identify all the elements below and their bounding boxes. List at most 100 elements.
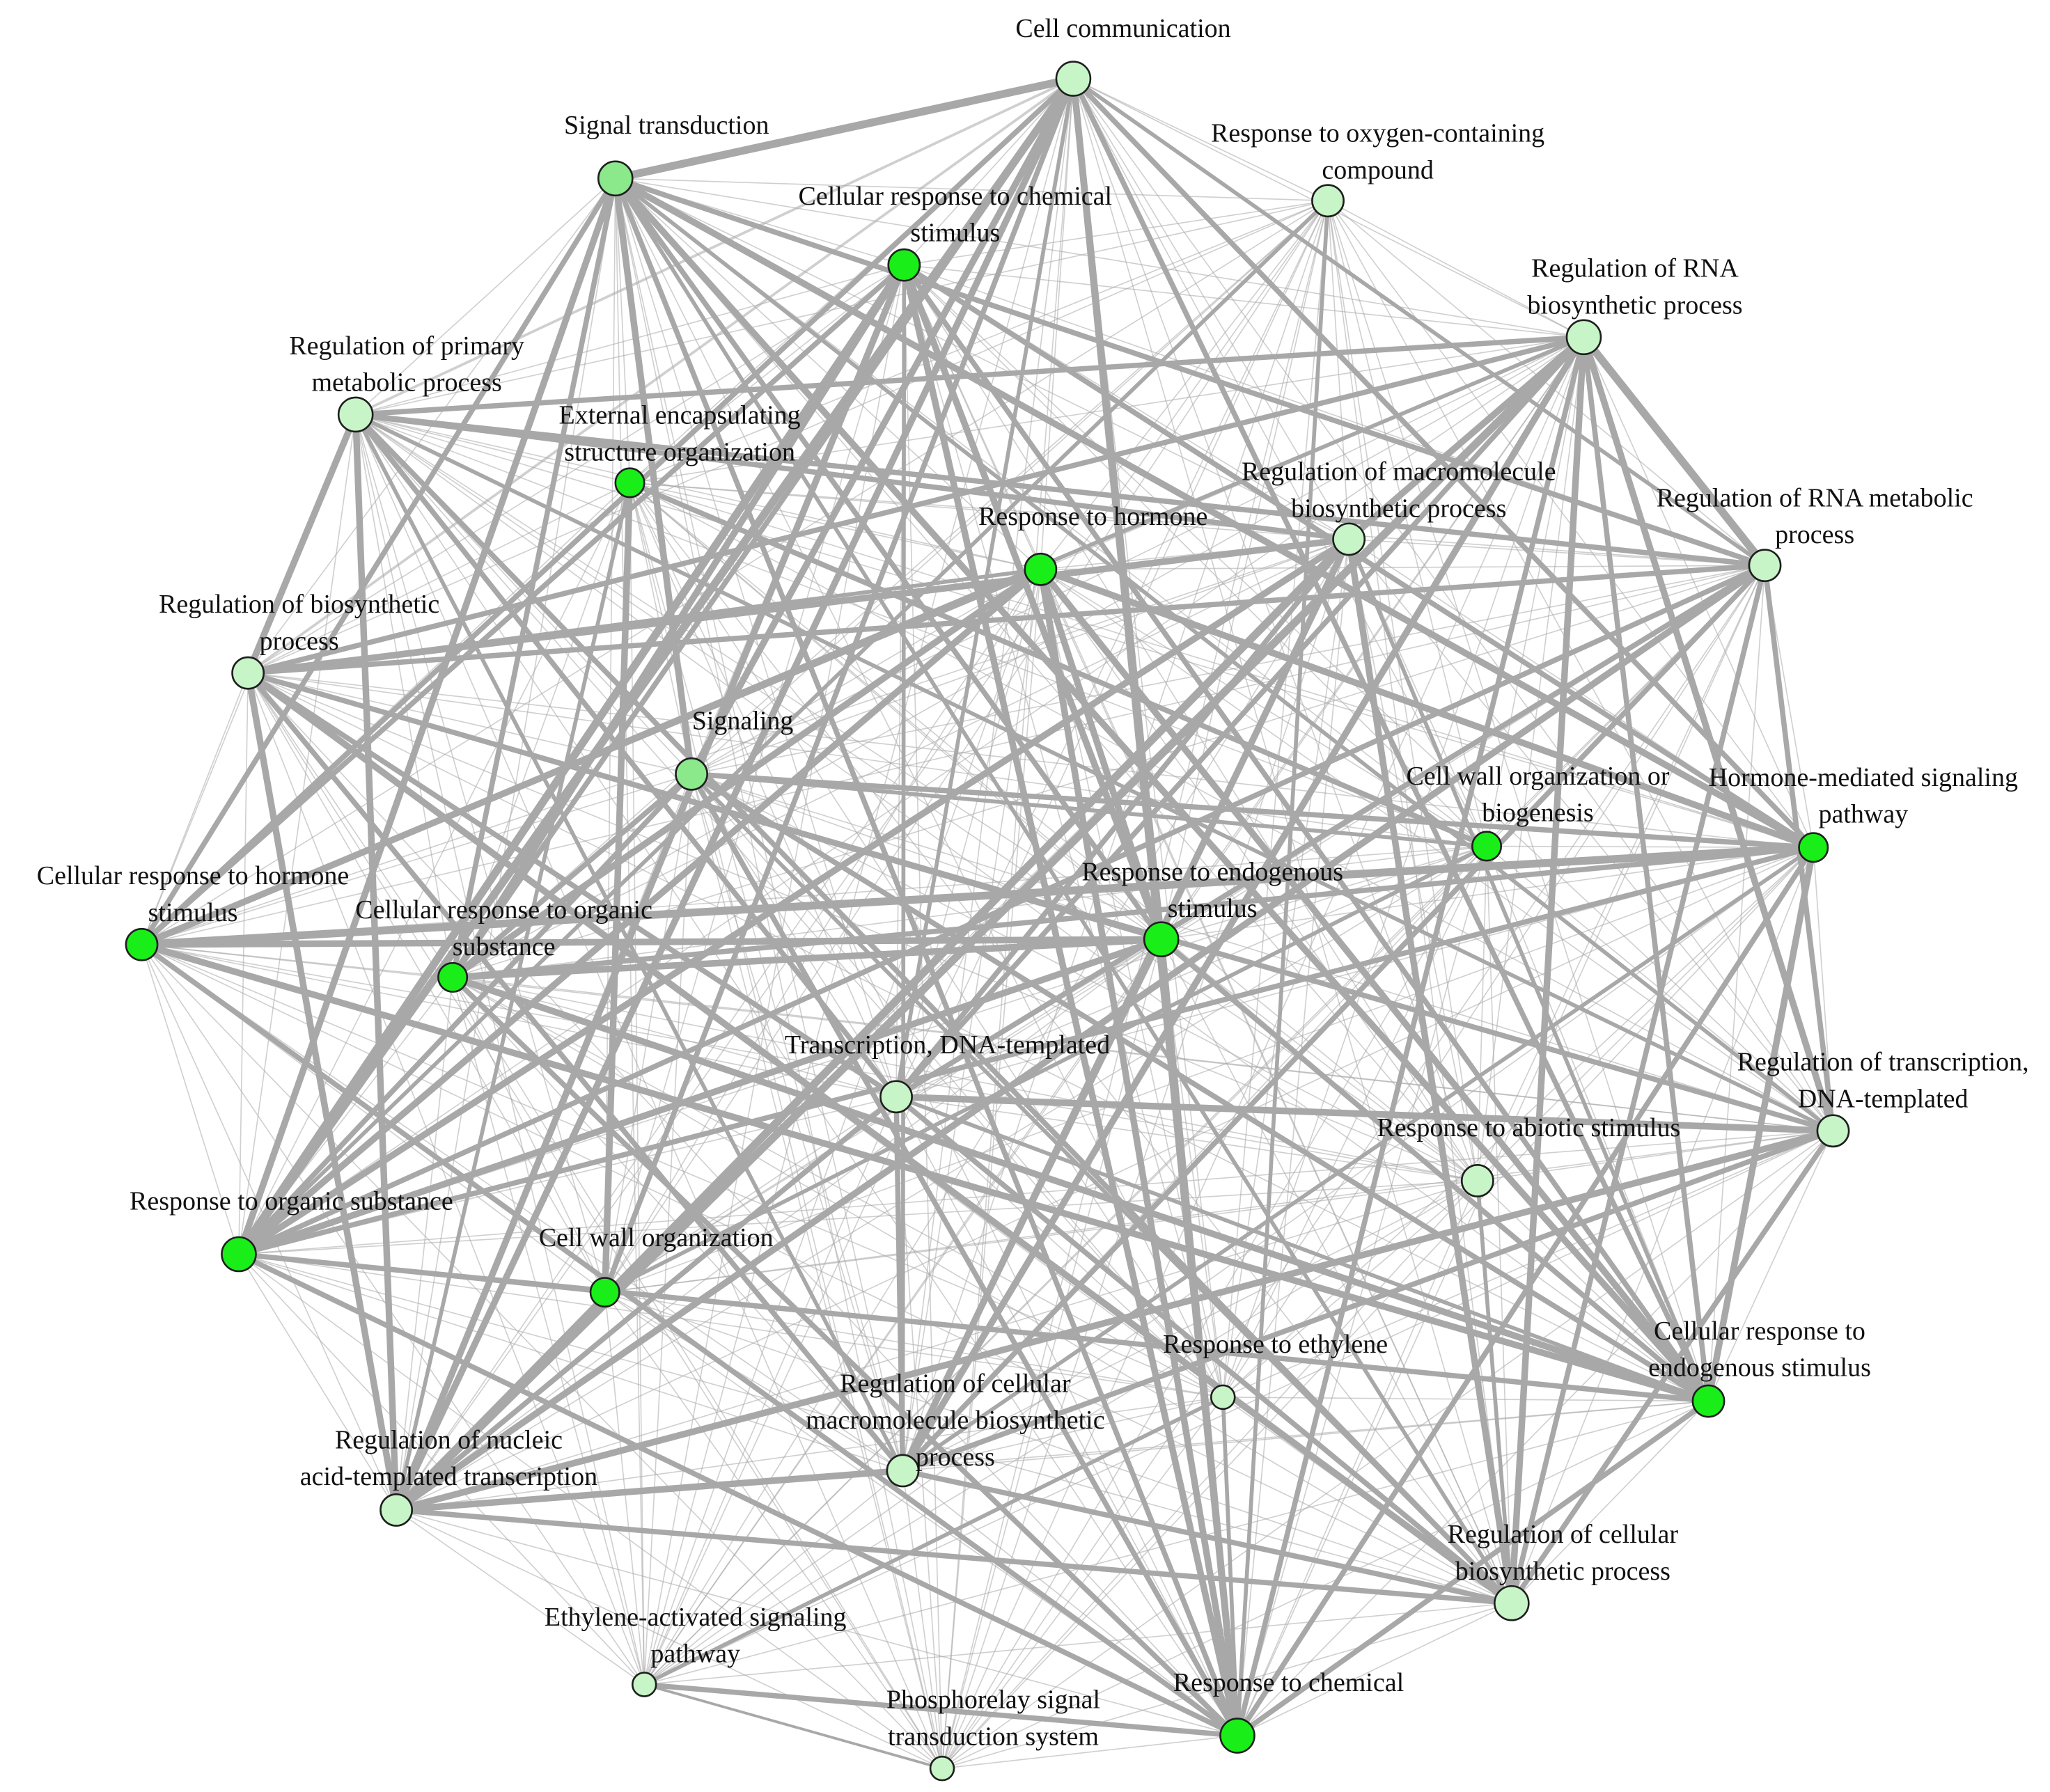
node-label-line: macromolecule biosynthetic <box>806 1406 1104 1435</box>
node-cell_resp_org[interactable] <box>437 961 469 993</box>
node-phosphorelay[interactable] <box>929 1755 955 1782</box>
node-label-line: structure organization <box>564 437 795 466</box>
edge-reg_primary-reg_rna_met <box>352 411 1768 568</box>
node-label-line: Regulation of RNA metabolic <box>1657 483 1973 512</box>
node-label-reg_cell_macro: Regulation of cellular macromolecule bios… <box>806 1369 1104 1472</box>
node-reg_rna_bio[interactable] <box>1565 319 1602 356</box>
edge-reg_cell_macro-reg_cell_bio <box>900 1468 1515 1606</box>
edge-resp_oxygen-ext_encap <box>629 200 1329 484</box>
node-label-line: Regulation of cellular <box>840 1369 1071 1398</box>
edge-reg_primary-transcription <box>352 411 899 1100</box>
node-label-line: Regulation of RNA <box>1531 254 1739 283</box>
edge-reg_rna_bio-resp_abiotic <box>1477 336 1585 1181</box>
node-label-line: Regulation of transcription, <box>1737 1048 2029 1077</box>
node-label-signaling: Signaling <box>692 707 794 736</box>
node-resp_endo[interactable] <box>1143 921 1180 958</box>
node-label-transcription: Transcription, DNA-templated <box>785 1030 1110 1060</box>
node-label-cell_comm: Cell communication <box>1015 14 1230 43</box>
edge-cell_comm-cell_resp_endo <box>1070 76 1712 1404</box>
edge-phosphorelay-ethylene_path <box>643 1683 944 1770</box>
node-transcription[interactable] <box>879 1080 913 1114</box>
node-resp_hormone[interactable] <box>1024 552 1058 586</box>
edge-signaling-cell_wall_org <box>604 773 692 1293</box>
edge-resp_org-cell_wall_org <box>237 1252 607 1294</box>
node-resp_ethylene[interactable] <box>1210 1384 1236 1410</box>
node-reg_primary[interactable] <box>337 396 374 433</box>
node-ext_encap[interactable] <box>614 467 645 498</box>
edge-cell_comm-ethylene_path <box>643 78 1074 1685</box>
node-resp_org[interactable] <box>221 1236 257 1273</box>
edge-ext_encap-ethylene_path <box>629 482 645 1685</box>
edge-cell_resp_org-cell_resp_endo <box>449 974 1712 1405</box>
edge-reg_cell_macro-ethylene_path <box>643 1470 904 1685</box>
edge-signal_trans-cell_comm <box>611 74 1078 182</box>
edge-reg_cell_bio-ethylene_path <box>643 1602 1512 1685</box>
edge-cell_resp_org-resp_chemical <box>450 975 1240 1738</box>
node-cell_wall_org[interactable] <box>589 1277 620 1308</box>
edge-cell_wall_org-resp_ethylene <box>604 1291 1224 1398</box>
node-signal_trans[interactable] <box>597 160 634 197</box>
edge-reg_rna_bio-hormone_signal <box>1583 336 1815 849</box>
edge-signal_trans-cell_resp_hormone <box>139 175 618 948</box>
edge-reg_rna_bio-reg_transcription <box>1580 333 1837 1135</box>
edge-ext_encap-transcription <box>629 482 897 1098</box>
edge-hormone_signal-reg_nucleic <box>396 847 1815 1511</box>
node-reg_cell_macro[interactable] <box>886 1454 920 1488</box>
edge-ethylene_path-resp_ethylene <box>642 1395 1226 1687</box>
edge-reg_rna_bio-cell_wall_bio <box>1486 336 1585 847</box>
node-cell_resp_chem[interactable] <box>887 248 921 282</box>
node-reg_nucleic[interactable] <box>380 1493 414 1527</box>
edge-signal_trans-phosphorelay <box>614 178 943 1769</box>
edge-resp_org-phosphorelay <box>238 1253 943 1769</box>
node-label-resp_abiotic: Response to abiotic stimulus <box>1377 1113 1680 1142</box>
edge-transcription-reg_cell_macro <box>893 1094 906 1474</box>
edge-resp_hormone-phosphorelay <box>941 569 1042 1769</box>
node-resp_oxygen[interactable] <box>1311 184 1345 218</box>
node-cell_comm[interactable] <box>1055 61 1092 97</box>
node-resp_abiotic[interactable] <box>1460 1164 1494 1197</box>
edge-resp_oxygen-cell_wall_org <box>604 200 1329 1293</box>
node-reg_macro_bio[interactable] <box>1332 522 1366 556</box>
edge-signal_trans-reg_rna_bio <box>614 178 1585 338</box>
edge-resp_endo-reg_cell_macro <box>900 937 1164 1473</box>
edge-reg_transcription-reg_cell_macro <box>900 1128 1836 1474</box>
edge-hormone_signal-cell_resp_hormone <box>137 843 1817 949</box>
node-label-line: Response to hormone <box>978 502 1207 531</box>
edge-cell_comm-signaling <box>688 75 1077 778</box>
node-reg_bio[interactable] <box>231 656 265 690</box>
edge-reg_bio-cell_wall_bio <box>247 672 1487 847</box>
node-cell_resp_endo[interactable] <box>1691 1384 1726 1418</box>
node-signaling[interactable] <box>675 757 708 791</box>
edge-signaling-reg_cell_macro <box>691 773 904 1472</box>
edge-reg_cell_macro-resp_chemical <box>902 1470 1238 1736</box>
edge-cell_comm-resp_oxygen <box>1072 78 1329 202</box>
edge-resp_ethylene-resp_chemical <box>1221 1395 1239 1738</box>
node-cell_resp_hormone[interactable] <box>125 927 159 961</box>
edge-signal_trans-reg_macro_bio <box>614 178 1349 540</box>
node-label-reg_transcription: Regulation of transcription,DNA-template… <box>1737 1048 2029 1114</box>
node-reg_rna_met[interactable] <box>1748 549 1782 583</box>
edge-resp_org-reg_cell_bio <box>238 1253 1512 1604</box>
edge-reg_bio-phosphorelay <box>247 672 943 1769</box>
node-hormone_signal[interactable] <box>1798 832 1829 863</box>
edge-hormone_signal-cell_wall_org <box>604 847 1815 1293</box>
edge-resp_oxygen-resp_abiotic <box>1327 200 1478 1181</box>
node-ethylene_path[interactable] <box>631 1672 657 1697</box>
edge-reg_rna_met-cell_resp_hormone <box>141 565 1766 945</box>
edge-cell_comm-reg_transcription <box>1072 78 1834 1132</box>
node-reg_transcription[interactable] <box>1816 1114 1850 1148</box>
edge-resp_hormone-transcription <box>895 569 1042 1098</box>
node-resp_chemical[interactable] <box>1219 1718 1255 1754</box>
edge-resp_hormone-ethylene_path <box>643 569 1042 1685</box>
node-cell_wall_bio[interactable] <box>1471 831 1503 862</box>
node-reg_cell_bio[interactable] <box>1494 1585 1530 1621</box>
node-label-line: Cellular response to hormone <box>37 861 350 890</box>
node-label-line: Regulation of macromolecule <box>1242 457 1556 487</box>
node-label-line: substance <box>453 932 556 961</box>
edge-reg_primary-ext_encap <box>354 414 631 484</box>
